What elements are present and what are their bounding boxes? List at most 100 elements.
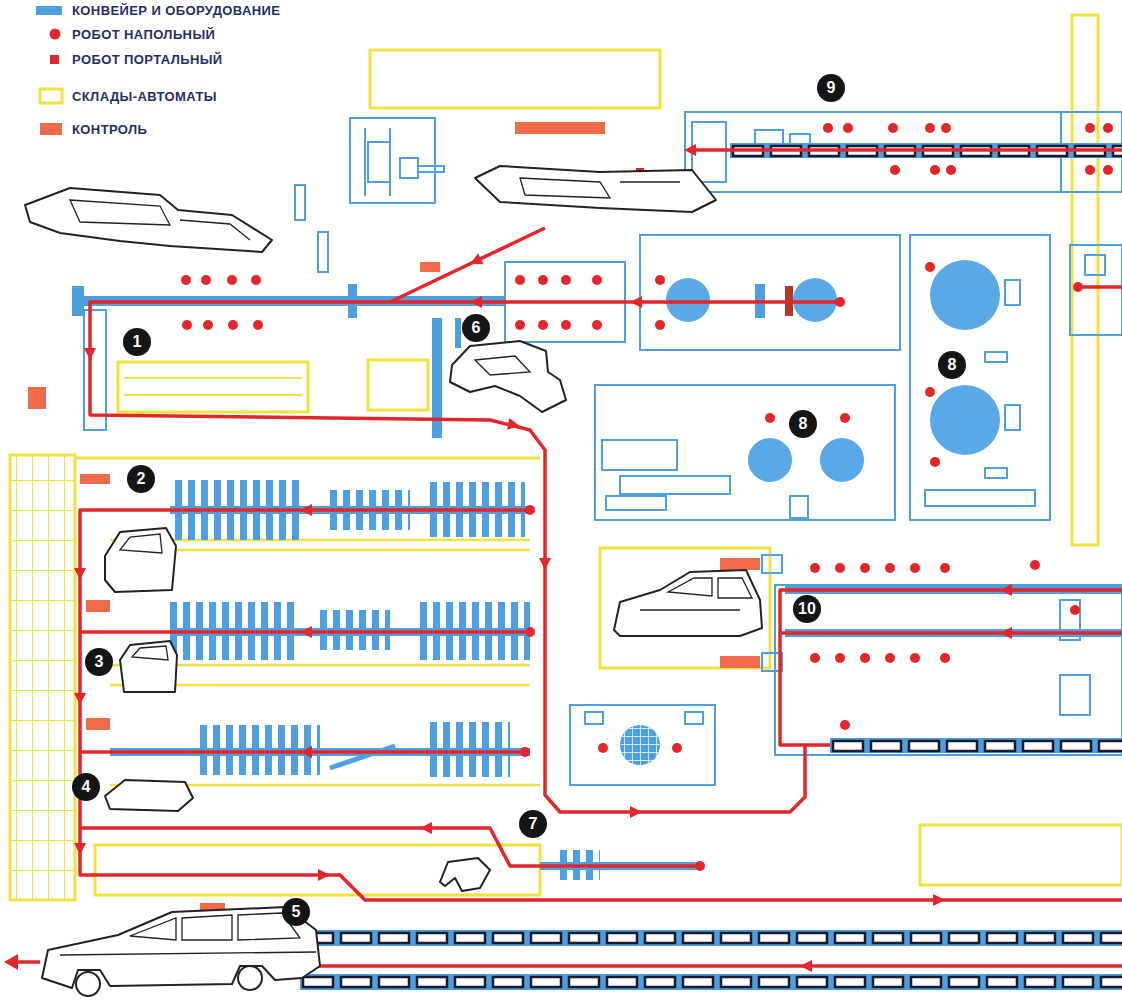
control-post <box>420 262 440 272</box>
robot <box>885 653 895 663</box>
robot <box>843 123 853 133</box>
flow-line <box>318 869 330 881</box>
robot <box>925 262 935 272</box>
robot <box>946 165 956 175</box>
flow-line <box>525 627 535 637</box>
equipment <box>685 712 703 724</box>
callout-number: 5 <box>282 898 310 926</box>
robot <box>561 275 571 285</box>
legend-text: РОБОТ НАПОЛЬНЫЙ <box>72 26 215 44</box>
flow-line <box>800 960 812 972</box>
equipment <box>200 725 320 775</box>
robot <box>515 275 525 285</box>
legend-swatch <box>36 6 62 15</box>
equipment <box>300 930 1122 946</box>
robot <box>201 275 211 285</box>
callout-number: 10 <box>793 595 821 623</box>
body-part <box>614 570 762 636</box>
warehouse <box>10 15 1122 900</box>
body-part <box>238 966 262 990</box>
equipment <box>295 185 305 220</box>
body-part <box>25 188 272 252</box>
equipment <box>300 930 1122 946</box>
robot <box>228 320 238 330</box>
equipment <box>620 725 660 765</box>
control-post <box>86 718 110 730</box>
equipment <box>930 385 1000 455</box>
legend-sample <box>40 89 62 103</box>
flow-line <box>300 626 312 638</box>
equipment <box>595 385 895 520</box>
callout-number: 6 <box>462 314 490 342</box>
equipment <box>793 278 837 322</box>
robot <box>561 320 571 330</box>
legend-row: КОНВЕЙЕР И ОБОРУДОВАНИЕ <box>36 1 280 19</box>
robot <box>930 165 940 175</box>
robot <box>253 320 263 330</box>
robot <box>810 563 820 573</box>
flow-line <box>84 348 96 360</box>
equipment <box>318 232 328 272</box>
equipment <box>300 974 1122 990</box>
control-post <box>28 387 46 409</box>
equipment <box>620 725 660 765</box>
body-part <box>520 178 680 198</box>
flow-line <box>630 806 642 818</box>
flow-line <box>933 894 945 906</box>
robot <box>1103 165 1113 175</box>
warehouse <box>75 457 540 460</box>
flow-line <box>74 568 86 580</box>
equipment <box>200 725 320 775</box>
callout-number: 8 <box>938 351 966 379</box>
equipment <box>72 286 84 316</box>
robot <box>538 320 548 330</box>
equipment <box>602 440 677 470</box>
robot <box>655 275 665 285</box>
callout-number: 7 <box>519 810 547 838</box>
body-part <box>475 356 530 375</box>
robot <box>203 320 213 330</box>
flow-line <box>539 558 551 570</box>
robot <box>860 653 870 663</box>
robot <box>885 563 895 573</box>
flow-line <box>80 828 700 866</box>
robot <box>925 123 935 133</box>
flow-line <box>1000 584 1012 596</box>
warehouse <box>1072 15 1098 545</box>
equipment <box>620 476 730 494</box>
flow-line <box>80 510 1122 900</box>
flow-line <box>507 418 521 432</box>
warehouse <box>124 394 302 396</box>
robot <box>810 653 820 663</box>
warehouse <box>370 50 660 108</box>
robot <box>940 563 950 573</box>
equipment <box>692 122 726 182</box>
robot <box>840 413 850 423</box>
flow-line <box>390 228 545 302</box>
flow-line <box>780 631 1122 635</box>
equipment <box>925 490 1035 506</box>
warehouse <box>600 548 770 668</box>
callout-number: 9 <box>817 74 845 102</box>
robot <box>823 123 833 133</box>
equipment <box>320 610 390 650</box>
warehouse <box>10 455 75 900</box>
legend-text: СКЛАДЫ-АВТОМАТЫ <box>72 88 217 106</box>
robot <box>835 563 845 573</box>
flow-line <box>630 296 642 308</box>
robot <box>1085 123 1095 133</box>
warehouse <box>368 360 428 410</box>
flow-line <box>4 144 1122 972</box>
equipment <box>820 438 864 482</box>
equipment <box>1005 280 1020 305</box>
equipment <box>685 112 1122 192</box>
equipment <box>1070 245 1122 335</box>
body-part <box>105 780 193 811</box>
body-part <box>25 166 762 996</box>
control-post <box>80 474 110 484</box>
callout-number: 3 <box>85 648 113 676</box>
legend-swatch <box>40 123 62 135</box>
equipment <box>84 310 106 430</box>
